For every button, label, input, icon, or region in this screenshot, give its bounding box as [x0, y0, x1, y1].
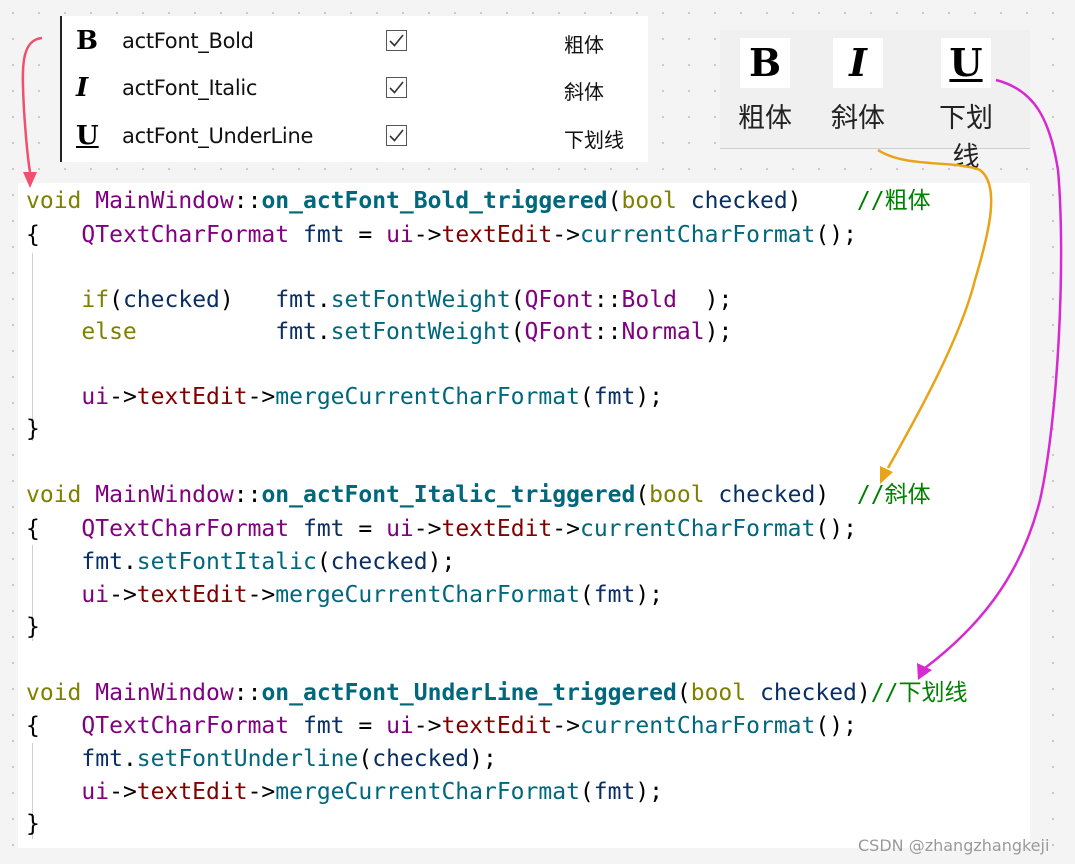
action-row-italic[interactable]: I actFont_Italic 斜体 [62, 66, 648, 110]
code-line: } [26, 811, 40, 837]
code-text: void MainWindow::on_actFont_Bold_trigger… [26, 183, 967, 837]
action-row-underline[interactable]: U actFont_UnderLine 下划线 [62, 114, 648, 158]
toolbar-bold-button[interactable]: B 粗体 [725, 38, 805, 138]
checked-checkbox[interactable] [386, 125, 407, 146]
action-text: 斜体 [564, 80, 604, 104]
arrow-red [21, 36, 43, 173]
code-line: void MainWindow::on_actFont_Bold_trigger… [26, 188, 931, 214]
action-name: actFont_UnderLine [122, 124, 314, 148]
code-line: { QTextCharFormat fmt = ui->textEdit->cu… [26, 222, 857, 248]
font-toolbar: B 粗体 I 斜体 U 下划线 [720, 30, 1030, 173]
action-row-bold[interactable]: B actFont_Bold 粗体 [62, 19, 648, 63]
code-editor: void MainWindow::on_actFont_Bold_trigger… [18, 183, 1030, 848]
underline-icon: U [941, 38, 991, 88]
italic-icon: I [76, 73, 89, 103]
indent-guide [32, 743, 33, 839]
watermark: CSDN @zhangzhangkeji [858, 836, 1050, 855]
code-line: } [26, 416, 40, 442]
code-line: fmt.setFontItalic(checked); [81, 549, 456, 575]
toolbar-label: 下划线 [939, 103, 993, 173]
code-line: void MainWindow::on_actFont_UnderLine_tr… [26, 680, 968, 706]
bold-icon: B [740, 38, 790, 88]
indent-guide [32, 253, 33, 441]
checked-checkbox[interactable] [386, 30, 407, 51]
code-line: void MainWindow::on_actFont_Italic_trigg… [26, 482, 931, 508]
code-line: ui->textEdit->mergeCurrentCharFormat(fmt… [81, 779, 664, 805]
underline-icon: U [76, 121, 99, 151]
code-line: { QTextCharFormat fmt = ui->textEdit->cu… [26, 713, 857, 739]
code-line: ui->textEdit->mergeCurrentCharFormat(fmt… [81, 582, 664, 608]
italic-icon: I [833, 38, 883, 88]
code-line: if(checked) fmt.setFontWeight(QFont::Bol… [81, 287, 733, 313]
code-line: fmt.setFontUnderline(checked); [81, 746, 497, 772]
checked-checkbox[interactable] [386, 77, 407, 98]
action-name: actFont_Italic [122, 76, 258, 100]
toolbar-label: 粗体 [738, 103, 792, 134]
code-line: ui->textEdit->mergeCurrentCharFormat(fmt… [81, 384, 664, 410]
toolbar-underline-button[interactable]: U 下划线 [926, 38, 1006, 173]
action-text: 粗体 [564, 33, 604, 57]
toolbar-label: 斜体 [831, 103, 885, 134]
code-line: } [26, 614, 40, 640]
code-line: else fmt.setFontWeight(QFont::Normal); [81, 319, 733, 345]
bold-icon: B [76, 26, 98, 56]
toolbar-italic-button[interactable]: I 斜体 [818, 38, 898, 138]
action-text: 下划线 [564, 128, 624, 152]
action-list-panel: B actFont_Bold 粗体 I actFont_Italic 斜体 U … [60, 16, 648, 162]
indent-guide [32, 545, 33, 641]
code-line: { QTextCharFormat fmt = ui->textEdit->cu… [26, 516, 857, 542]
action-name: actFont_Bold [122, 29, 254, 53]
